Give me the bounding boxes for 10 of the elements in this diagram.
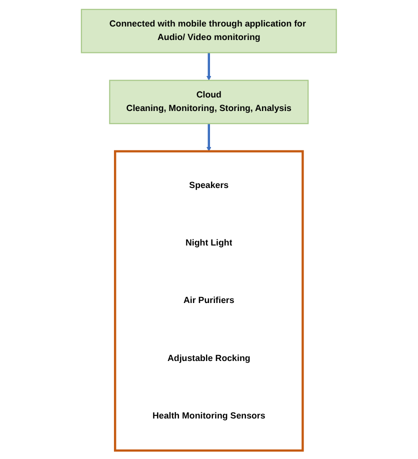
node-box: Connected with mobile through application for Audio/ Video monitoring [81, 8, 337, 53]
cluster [114, 150, 304, 452]
node-text: Night Light [186, 238, 232, 248]
arrow [206, 123, 212, 152]
node-text: Speakers [189, 180, 229, 190]
node-text: Adjustable Rocking [168, 353, 250, 362]
node-text: Air Purifiers [184, 295, 234, 305]
node-text: Health Monitoring Sensors [152, 410, 266, 420]
arrow [206, 52, 212, 80]
node-box: Cloud Cleaning, Monitoring, Storing, Analysis [109, 79, 309, 124]
